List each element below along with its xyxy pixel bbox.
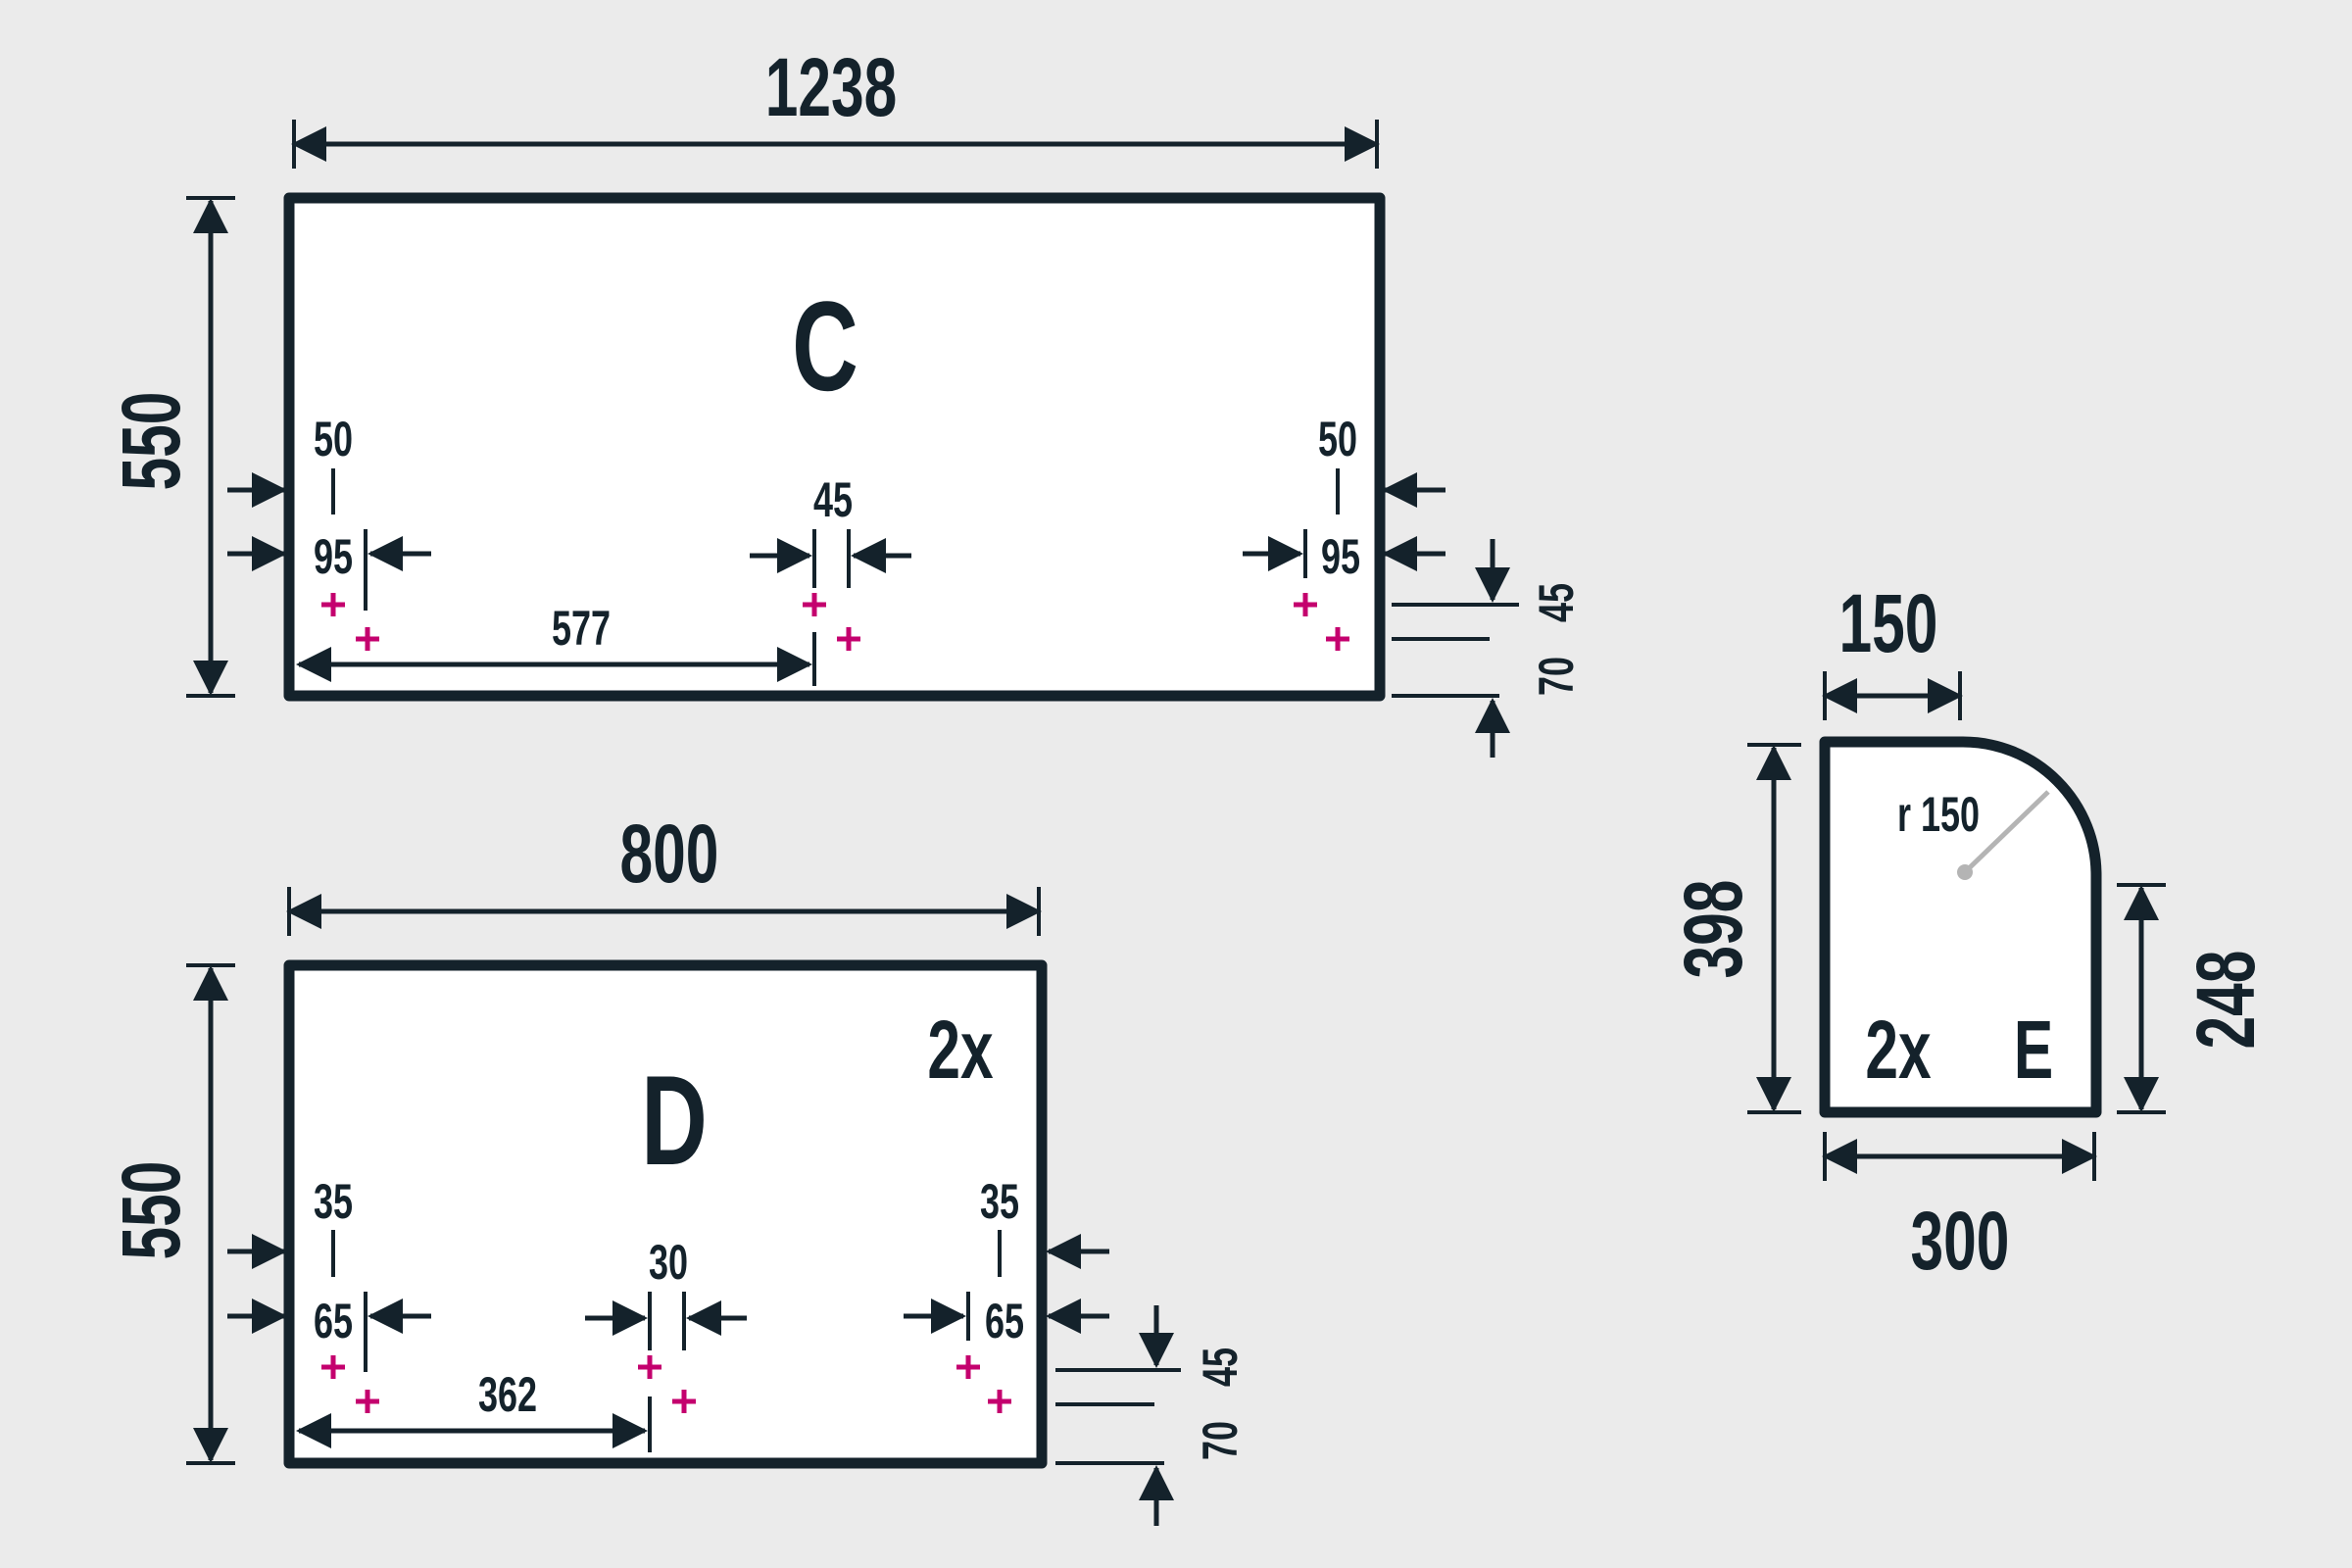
- panel-d-edge-left-label: 35: [314, 1175, 353, 1229]
- drill-marker: [956, 1355, 980, 1379]
- panel-e-side-height-label: 248: [2180, 951, 2272, 1050]
- panel-c-edge-left-2-label: 95: [314, 530, 353, 584]
- panel-c-center-gap-label: 45: [813, 473, 853, 527]
- panel-c-letter: C: [792, 275, 858, 418]
- panel-d-height-label: 550: [105, 1161, 197, 1260]
- panel-d-row-2-label: 70: [1194, 1421, 1248, 1460]
- panel-d-edge-left-2-label: 65: [314, 1295, 353, 1348]
- panel-d-edge-right-2-label: 65: [985, 1295, 1024, 1348]
- panel-d-letter: D: [641, 1050, 708, 1193]
- panel-c-row-1-label: 45: [1530, 583, 1584, 622]
- panel-e-top-width-label: 150: [1839, 577, 1938, 669]
- panel-e-height-label: 398: [1667, 880, 1759, 979]
- panel-c-row-2-label: 70: [1530, 657, 1584, 696]
- panel-d-center-gap-label: 30: [649, 1236, 688, 1290]
- panel-c-drill-markers: [321, 593, 1349, 651]
- panel-c-edge-left-label: 50: [314, 413, 353, 466]
- panel-c: C 1238 550 50 95 45 577 50 95: [105, 41, 1584, 758]
- drill-marker: [988, 1390, 1011, 1413]
- drill-marker: [356, 627, 379, 651]
- panel-c-edge-right-2-label: 95: [1321, 530, 1360, 584]
- panel-d-drill-markers: [321, 1355, 1011, 1413]
- panel-c-width-label: 1238: [765, 41, 898, 133]
- panel-e-radius-label: r 150: [1897, 788, 1980, 842]
- panel-d-center-offset-label: 362: [478, 1368, 537, 1422]
- drill-marker: [638, 1355, 662, 1379]
- drill-marker: [321, 593, 345, 616]
- panel-e-radius-line: [1963, 790, 2050, 874]
- panel-e-radius-center: [1957, 864, 1973, 880]
- panel-d-row-1-label: 45: [1194, 1348, 1248, 1387]
- panel-e-bottom-width-label: 300: [1911, 1195, 2010, 1287]
- drill-marker: [837, 627, 860, 651]
- drill-marker: [321, 1355, 345, 1379]
- panel-e-outline: [1819, 736, 2102, 1118]
- panel-c-height-label: 550: [105, 392, 197, 491]
- panel-d: D 2x 800 550 35 65 30 362 35: [105, 808, 1248, 1526]
- panel-c-outline: [283, 192, 1386, 702]
- panel-e-letter: E: [2014, 1004, 2053, 1096]
- panel-e: r 150 E 2x 150 398 248 300: [1667, 577, 2272, 1287]
- panel-d-quantity: 2x: [927, 1004, 994, 1096]
- panel-d-outline: [283, 959, 1048, 1469]
- drill-marker: [803, 593, 826, 616]
- panel-c-center-offset-label: 577: [552, 602, 611, 656]
- panel-c-edge-right-label: 50: [1318, 413, 1357, 466]
- panel-d-width-label: 800: [620, 808, 719, 900]
- drill-marker: [356, 1390, 379, 1413]
- panel-d-edge-right-label: 35: [980, 1175, 1019, 1229]
- drill-marker: [672, 1390, 696, 1413]
- panel-e-quantity: 2x: [1865, 1004, 1932, 1096]
- drill-marker: [1294, 593, 1317, 616]
- drill-marker: [1326, 627, 1349, 651]
